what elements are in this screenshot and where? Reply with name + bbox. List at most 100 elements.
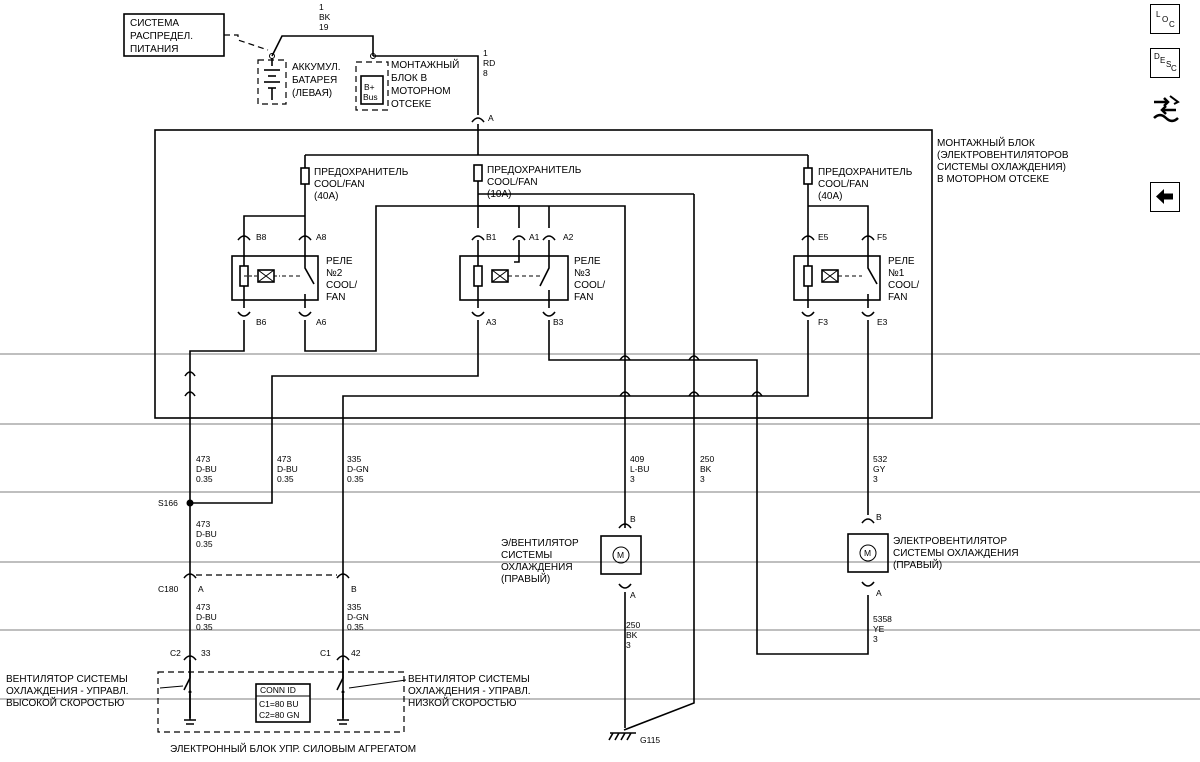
svg-text:ВЕНТИЛЯТОР СИСТЕМЫ: ВЕНТИЛЯТОР СИСТЕМЫ [6, 674, 128, 685]
svg-text:МОНТАЖНЫЙ БЛОК: МОНТАЖНЫЙ БЛОК [937, 136, 1035, 149]
battery: АККУМУЛ. БАТАРЕЯ (ЛЕВАЯ) [257, 58, 340, 105]
svg-text:ПРЕДОХРАНИТЕЛЬ: ПРЕДОХРАНИТЕЛЬ [818, 167, 913, 178]
svg-text:A2: A2 [563, 232, 574, 242]
svg-text:GY: GY [873, 464, 886, 474]
svg-text:0.35: 0.35 [196, 539, 213, 549]
svg-text:B1: B1 [486, 232, 497, 242]
svg-text:B3: B3 [553, 317, 564, 327]
cooling-block-label: МОНТАЖНЫЙ БЛОК (ЭЛЕКТРОВЕНТИЛЯТОРОВ СИСТ… [937, 136, 1069, 185]
svg-text:B: B [630, 514, 636, 524]
svg-text:250: 250 [626, 620, 640, 630]
svg-text:A: A [630, 590, 636, 600]
svg-text:COOL/FAN: COOL/FAN [818, 179, 869, 190]
guide-lines [0, 353, 1200, 700]
svg-text:B: B [351, 584, 357, 594]
svg-text:D-GN: D-GN [347, 464, 369, 474]
connector-view-icon[interactable] [1150, 92, 1180, 126]
svg-text:3: 3 [873, 474, 878, 484]
svg-text:A3: A3 [486, 317, 497, 327]
power-distribution: СИСТЕМА РАСПРЕДЕЛ. ПИТАНИЯ [123, 13, 269, 57]
power-label-3: ПИТАНИЯ [130, 44, 178, 55]
svg-text:C2=80 GN: C2=80 GN [259, 710, 299, 720]
svg-text:D-GN: D-GN [347, 612, 369, 622]
svg-text:C1=80 BU: C1=80 BU [259, 699, 298, 709]
svg-text:M: M [864, 548, 871, 558]
svg-text:COOL/: COOL/ [326, 280, 357, 291]
svg-text:0.35: 0.35 [277, 474, 294, 484]
fuse-3: ПРЕДОХРАНИТЕЛЬ COOL/FAN (40А) [803, 167, 913, 202]
svg-text:СИСТЕМЫ ОХЛАЖДЕНИЯ): СИСТЕМЫ ОХЛАЖДЕНИЯ) [937, 162, 1066, 173]
svg-text:РЕЛЕ: РЕЛЕ [888, 256, 915, 267]
svg-text:335: 335 [347, 454, 361, 464]
arrow-left-icon [1156, 189, 1173, 204]
wire-rd8-2: RD [483, 58, 495, 68]
svg-text:№3: №3 [574, 268, 591, 279]
svg-text:L-BU: L-BU [630, 464, 649, 474]
svg-text:BK: BK [700, 464, 712, 474]
ground-g115: G115 [608, 732, 660, 745]
svg-text:COOL/FAN: COOL/FAN [314, 179, 365, 190]
svg-text:(40А): (40А) [314, 191, 338, 202]
description-button[interactable]: D E S C [1150, 48, 1180, 78]
back-button[interactable] [1150, 182, 1180, 212]
svg-text:C1: C1 [320, 648, 331, 658]
svg-text:ЭЛЕКТРОВЕНТИЛЯТОР: ЭЛЕКТРОВЕНТИЛЯТОР [893, 536, 1007, 547]
svg-text:Э/ВЕНТИЛЯТОР: Э/ВЕНТИЛЯТОР [501, 538, 579, 549]
svg-text:ПРЕДОХРАНИТЕЛЬ: ПРЕДОХРАНИТЕЛЬ [487, 165, 582, 176]
svg-text:CONN ID: CONN ID [260, 685, 296, 695]
svg-text:D-BU: D-BU [196, 529, 217, 539]
relay-1: E5 F5 F3 E3 РЕЛЕ №1 COOL/ FAN [793, 205, 919, 327]
svg-text:F5: F5 [877, 232, 887, 242]
svg-text:G115: G115 [640, 735, 660, 745]
svg-text:BK: BK [626, 630, 638, 640]
fan-motor-left: B M A Э/ВЕНТИЛЯТОР СИСТЕМЫ ОХЛАЖДЕНИЯ (П… [501, 514, 642, 728]
svg-text:D-BU: D-BU [277, 464, 298, 474]
svg-text:СИСТЕМЫ ОХЛАЖДЕНИЯ: СИСТЕМЫ ОХЛАЖДЕНИЯ [893, 548, 1019, 559]
svg-text:42: 42 [351, 648, 361, 658]
svg-text:250: 250 [700, 454, 714, 464]
internal-wiring [184, 193, 869, 731]
svg-text:5358: 5358 [873, 614, 892, 624]
svg-text:FAN: FAN [574, 292, 593, 303]
low-speed-label: ВЕНТИЛЯТОР СИСТЕМЫ ОХЛАЖДЕНИЯ - УПРАВЛ. … [408, 674, 531, 709]
svg-text:РЕЛЕ: РЕЛЕ [574, 256, 601, 267]
battery-label-1: АККУМУЛ. [292, 62, 340, 73]
svg-text:РЕЛЕ: РЕЛЕ [326, 256, 353, 267]
svg-text:B: B [876, 512, 882, 522]
svg-text:33: 33 [201, 648, 211, 658]
wire-bk19-1: 1 [319, 2, 324, 12]
connector-a-label: A [488, 113, 494, 123]
wire-rd8-3: 8 [483, 68, 488, 78]
svg-text:COOL/: COOL/ [574, 280, 605, 291]
svg-text:473: 473 [277, 454, 291, 464]
svg-text:F3: F3 [818, 317, 828, 327]
ecm: C2 33 C1 42 CONN ID C1=80 BU C2=80 GN ЭЛ… [157, 648, 416, 755]
svg-text:№1: №1 [888, 268, 905, 279]
svg-text:409: 409 [630, 454, 644, 464]
svg-text:0.35: 0.35 [196, 622, 213, 632]
underhood-label-1: МОНТАЖНЫЙ [391, 58, 459, 71]
svg-text:(ПРАВЫЙ): (ПРАВЫЙ) [501, 572, 550, 585]
wire-labels-mid: 473 D-BU 0.35 473 D-BU 0.35 335 D-GN 0.3… [196, 454, 892, 650]
underhood-label-4: ОТСЕКЕ [391, 99, 432, 110]
location-button[interactable]: L O C [1150, 4, 1180, 34]
svg-text:B6: B6 [256, 317, 267, 327]
svg-text:(ЭЛЕКТРОВЕНТИЛЯТОРОВ: (ЭЛЕКТРОВЕНТИЛЯТОРОВ [937, 150, 1069, 161]
battery-label-2: БАТАРЕЯ [292, 75, 337, 86]
relay-3: B1 A1 A2 A3 B3 РЕЛЕ №3 COOL/ FAN [459, 232, 605, 327]
svg-text:FAN: FAN [326, 292, 345, 303]
svg-text:ВЫСОКОЙ СКОРОСТЬЮ: ВЫСОКОЙ СКОРОСТЬЮ [6, 696, 124, 709]
svg-text:FAN: FAN [888, 292, 907, 303]
svg-text:COOL/: COOL/ [888, 280, 919, 291]
wire-bk19-3: 19 [319, 22, 329, 32]
underhood-label-3: МОТОРНОМ [391, 86, 451, 97]
svg-text:M: M [617, 550, 624, 560]
connector-c180: C180 A B [158, 573, 357, 594]
svg-text:0.35: 0.35 [347, 474, 364, 484]
svg-text:СИСТЕМЫ: СИСТЕМЫ [501, 550, 552, 561]
high-speed-label: ВЕНТИЛЯТОР СИСТЕМЫ ОХЛАЖДЕНИЯ - УПРАВЛ. … [6, 674, 129, 709]
svg-text:НИЗКОЙ СКОРОСТЬЮ: НИЗКОЙ СКОРОСТЬЮ [408, 696, 517, 709]
svg-text:В МОТОРНОМ ОТСЕКЕ: В МОТОРНОМ ОТСЕКЕ [937, 174, 1049, 185]
svg-text:0.35: 0.35 [196, 474, 213, 484]
